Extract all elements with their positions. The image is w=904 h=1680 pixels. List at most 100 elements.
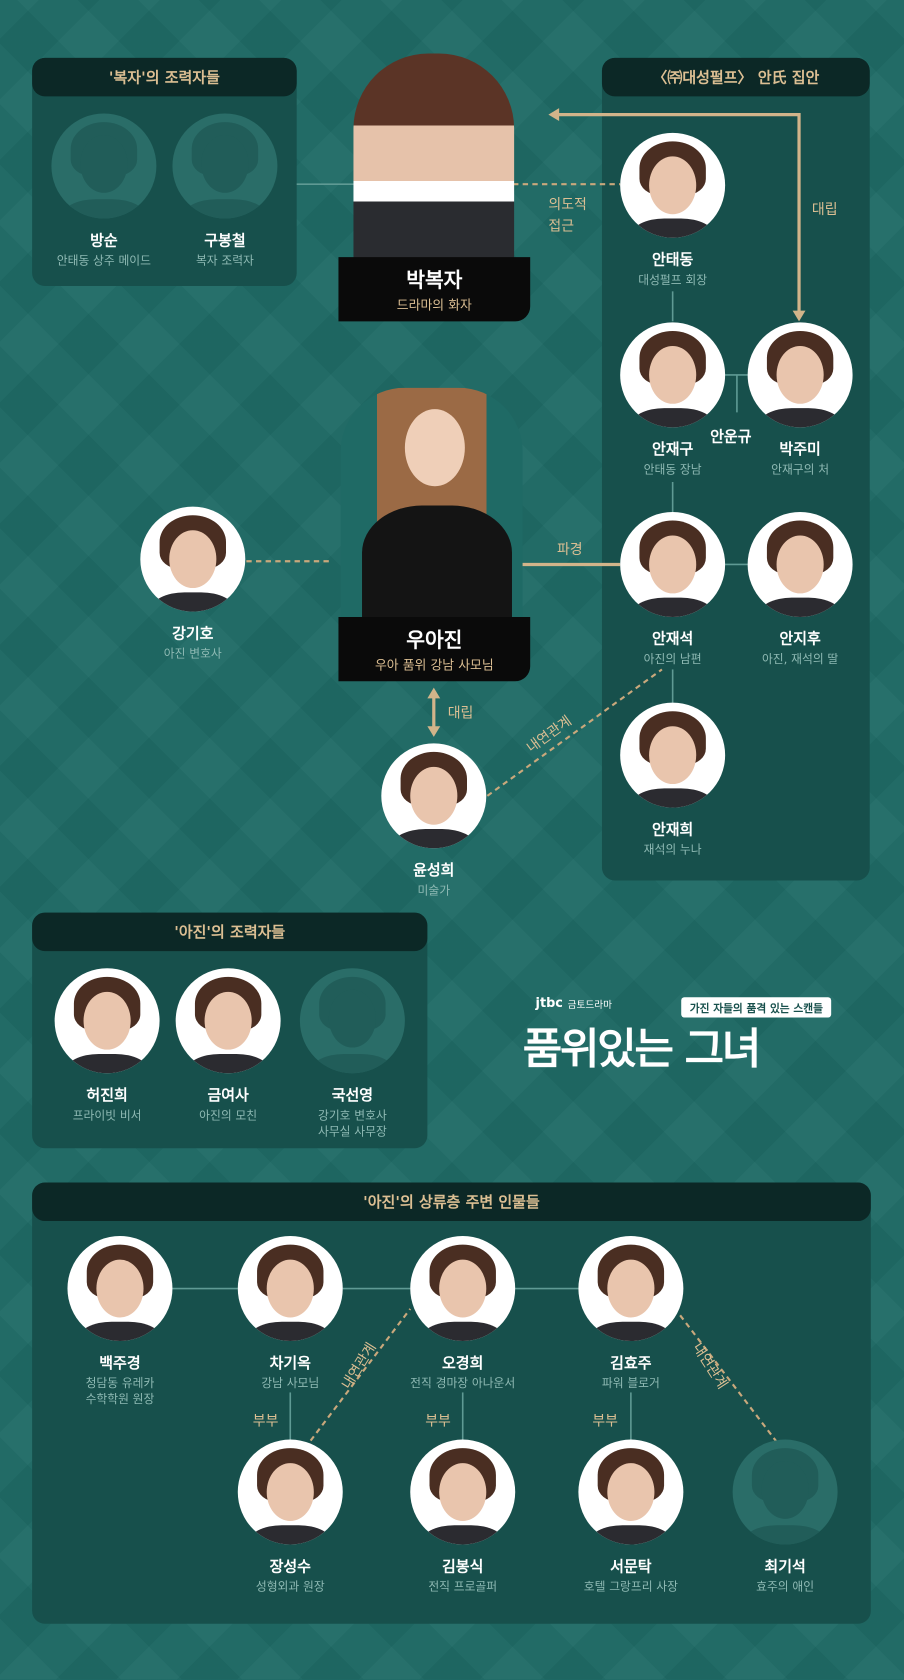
person-name: 금여사 [207, 1087, 249, 1105]
person-name: 안태동 [651, 251, 694, 269]
portrait-photo [620, 702, 726, 808]
silhouette-icon [299, 968, 405, 1074]
relation-couple: 부부 [252, 1413, 279, 1430]
person-name: 서문탁 [610, 1558, 652, 1576]
drama-logo: jtbc 금토드라마 가진 자들의 품격 있는 스캔들 품위있는 그녀 [523, 991, 844, 1087]
person-role: 전직 경마장 아나운서 [410, 1376, 516, 1391]
relation-couple: 부부 [592, 1413, 618, 1430]
portrait-photo [237, 1439, 343, 1545]
tagline-bubble: 가진 자들의 품격 있는 스캔들 [681, 997, 832, 1018]
person-name: 백주경 [99, 1354, 141, 1373]
person-name: 안재구 [651, 441, 694, 459]
person-name-an-ungyu: 안운규 [710, 428, 752, 446]
portrait-photo [620, 511, 726, 617]
main-name: 우아진 [406, 628, 463, 653]
person-role: 안재구의 처 [771, 462, 830, 477]
person-role: 파워 블로거 [601, 1376, 660, 1391]
person-role: 강기호 변호사 사무실 사무장 [317, 1108, 387, 1139]
bokja-portrait [353, 53, 515, 260]
portrait-photo [67, 1236, 173, 1342]
person-role: 복자 조력자 [195, 253, 254, 268]
person-name: 윤성희 [413, 862, 455, 880]
person-role: 미술가 [417, 883, 451, 898]
relation-intentional: 의도적 접근 [548, 197, 587, 235]
relation-conflict: 대립 [447, 705, 474, 722]
person-role: 호텔 그랑프리 사장 [583, 1579, 678, 1594]
slot-label: 금토드라마 [567, 1000, 613, 1012]
person-name: 구봉철 [204, 232, 246, 250]
person-name: 안지후 [779, 630, 821, 649]
silhouette-icon [51, 113, 157, 219]
portrait-photo [237, 1236, 343, 1342]
person-name: 안재희 [651, 821, 694, 839]
person-role: 안태동 상주 메이드 [56, 253, 151, 268]
person-role: 아진, 재석의 딸 [761, 652, 839, 667]
person-role: 아진 변호사 [163, 646, 222, 661]
person-role: 프라이빗 비서 [72, 1108, 142, 1123]
person-role: 성형외과 원장 [255, 1579, 325, 1594]
portrait-photo [140, 506, 246, 612]
group-title: 〈㈜대성펄프〉 안氏 집안 [601, 57, 870, 97]
person-name: 허진희 [86, 1087, 128, 1105]
person-name: 오경희 [442, 1354, 484, 1373]
drama-title: 품위있는 그녀 [522, 1025, 762, 1075]
person-role: 청담동 유레카 수학학원 원장 [85, 1376, 155, 1407]
main-name: 박복자 [406, 268, 463, 293]
portrait-photo [175, 968, 281, 1074]
person-role: 강남 사모님 [261, 1376, 320, 1391]
portrait-photo [620, 132, 726, 238]
group-title: '아진'의 조력자들 [32, 912, 428, 952]
person-role: 대성펄프 회장 [638, 273, 708, 288]
silhouette-icon [732, 1439, 838, 1545]
network-logo: jtbc [535, 995, 563, 1011]
portrait-photo [410, 1439, 516, 1545]
person-role: 효주의 애인 [756, 1579, 815, 1594]
portrait-photo [620, 322, 726, 428]
silhouette-icon [172, 113, 278, 219]
bokja-label: 박복자 드라마의 화자 [338, 257, 531, 322]
main-role: 드라마의 화자 [396, 297, 472, 313]
person-role: 아진의 남편 [643, 652, 702, 667]
person-name: 박주미 [779, 441, 821, 459]
person-name: 차기옥 [269, 1354, 311, 1373]
person-name: 국선영 [331, 1087, 374, 1105]
portrait-photo [54, 968, 160, 1074]
person-name: 최기석 [764, 1558, 806, 1576]
relation-couple: 부부 [425, 1413, 451, 1430]
portrait-photo [381, 743, 487, 849]
portrait-photo [578, 1439, 684, 1545]
person-role: 안태동 장남 [643, 462, 702, 477]
portrait-photo [410, 1236, 516, 1342]
person-name: 강기호 [172, 625, 214, 643]
main-role: 우아 품위 강남 사모님 [374, 657, 494, 673]
group-title: '복자'의 조력자들 [32, 57, 297, 97]
person-name: 김효주 [610, 1354, 652, 1373]
person-name: 안재석 [651, 630, 694, 649]
portrait-photo [747, 322, 853, 428]
relation-dispatch: 파경 [556, 541, 583, 559]
ajin-label: 우아진 우아 품위 강남 사모님 [338, 616, 531, 682]
group-title: '아진'의 상류층 주변 인물들 [32, 1182, 871, 1222]
